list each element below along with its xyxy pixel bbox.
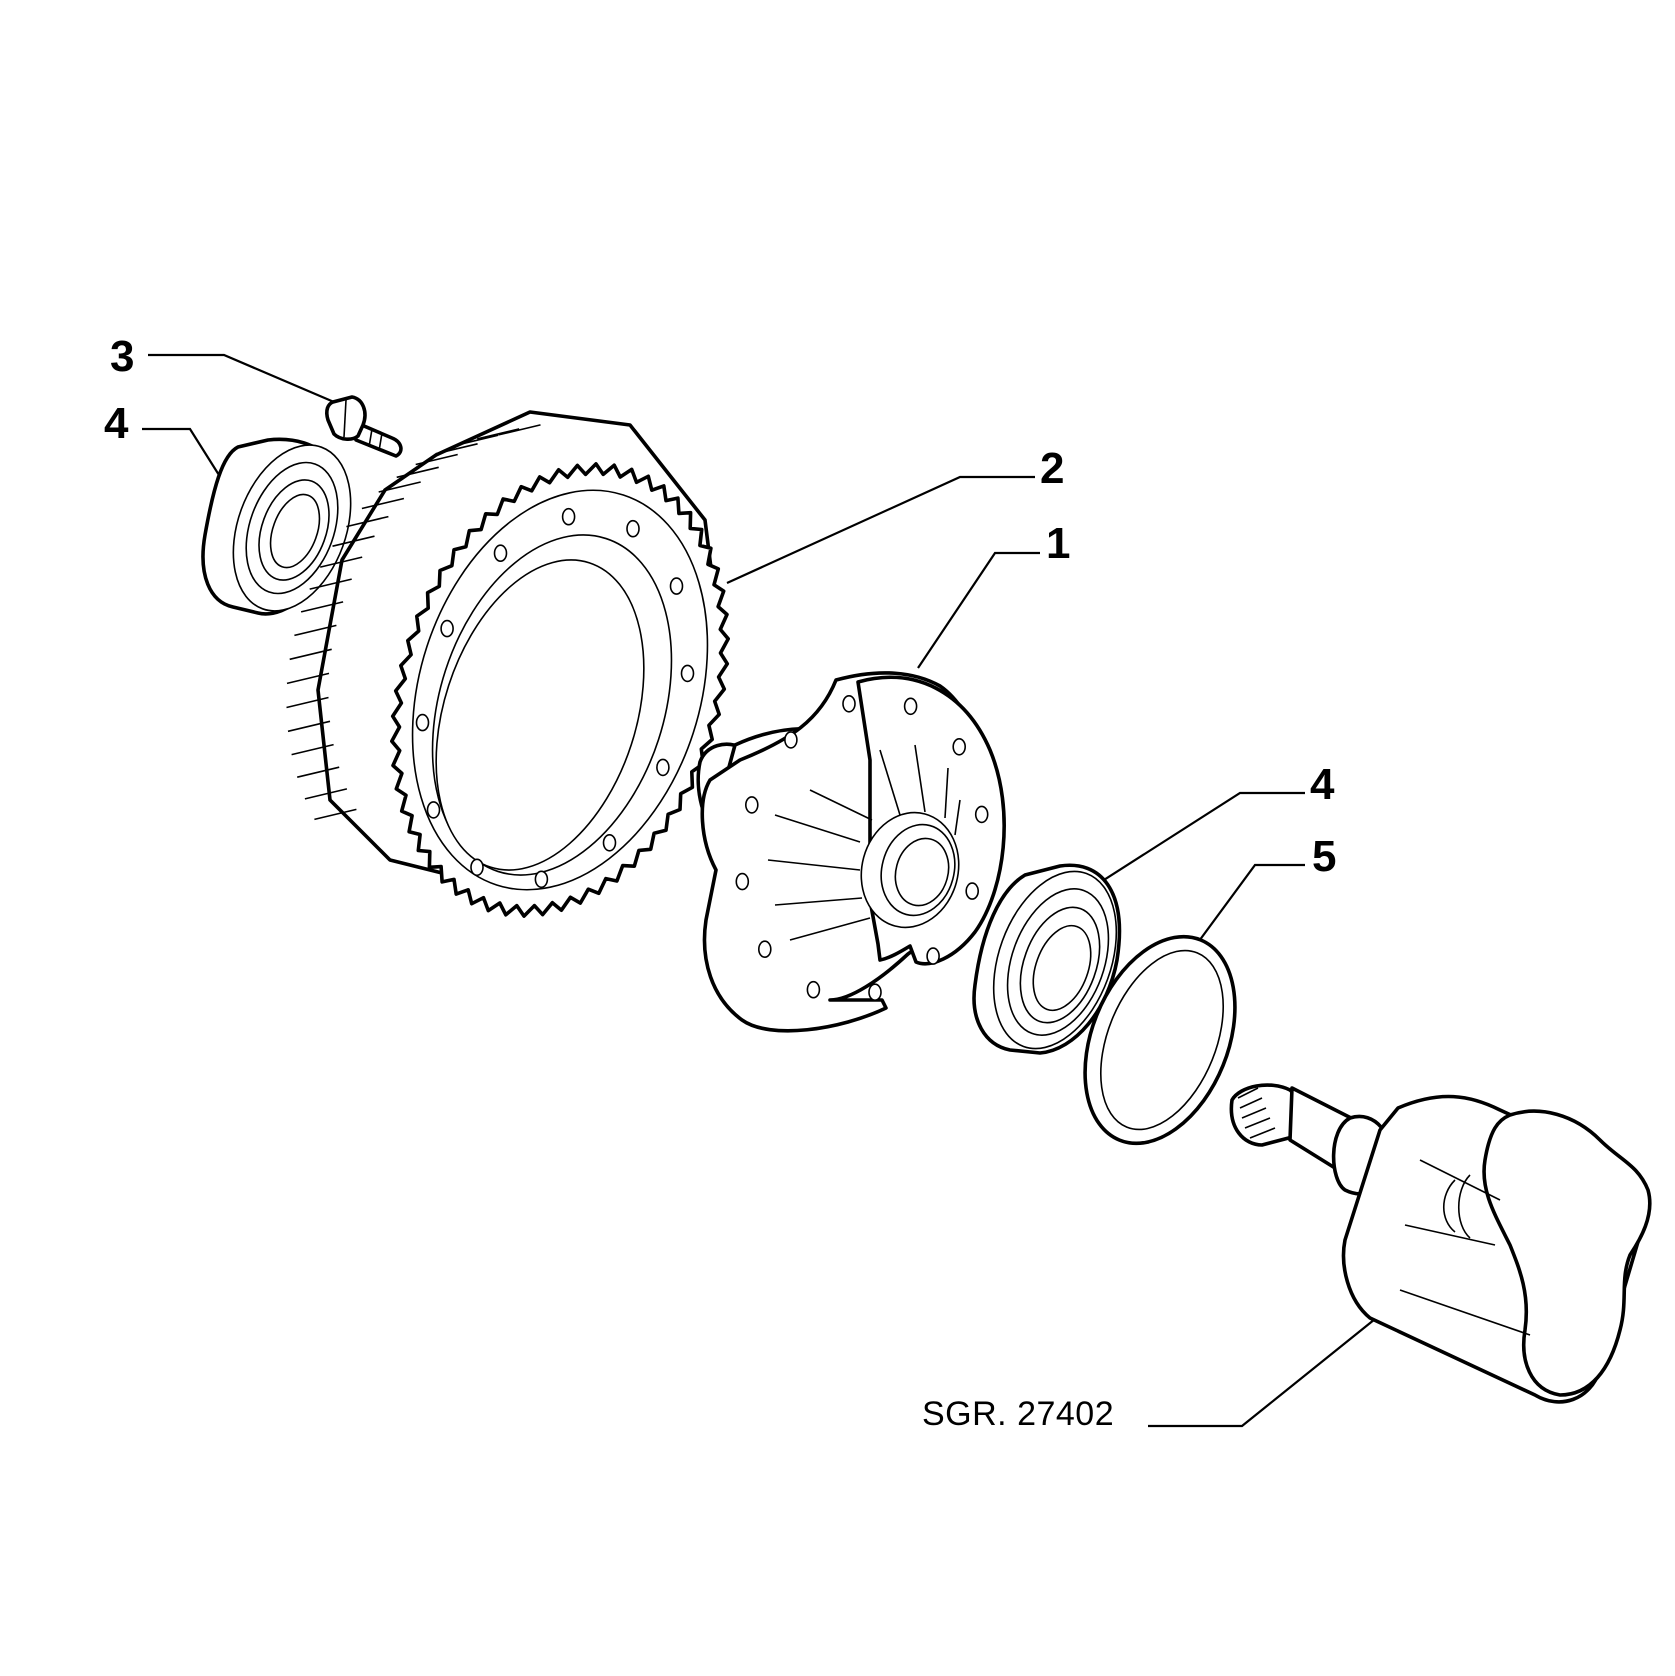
leader-4-lower [1081,791,1305,895]
callout-4-lower: 4 [1310,760,1335,809]
callout-2: 2 [1040,444,1065,493]
differential-housing [696,671,1006,1033]
leader-lines [142,353,1391,1428]
callout-3: 3 [110,332,135,381]
shim-ring [1083,934,1237,1146]
drive-shaft-joint [1229,1083,1652,1404]
leader-2 [726,475,1035,585]
leader-5 [1187,863,1305,957]
bolt [325,395,403,458]
callout-5: 5 [1312,832,1337,881]
bearing-upper [201,437,352,616]
callout-4-upper: 4 [104,399,129,448]
leader-sgr [1148,1306,1391,1428]
leader-4-upper [142,427,225,484]
leader-3 [148,353,335,404]
callout-1: 1 [1046,519,1071,568]
bearing-lower [972,863,1122,1055]
reference-sgr: SGR. 27402 [922,1395,1115,1433]
leader-1 [917,551,1040,669]
ring-gear [286,410,730,918]
